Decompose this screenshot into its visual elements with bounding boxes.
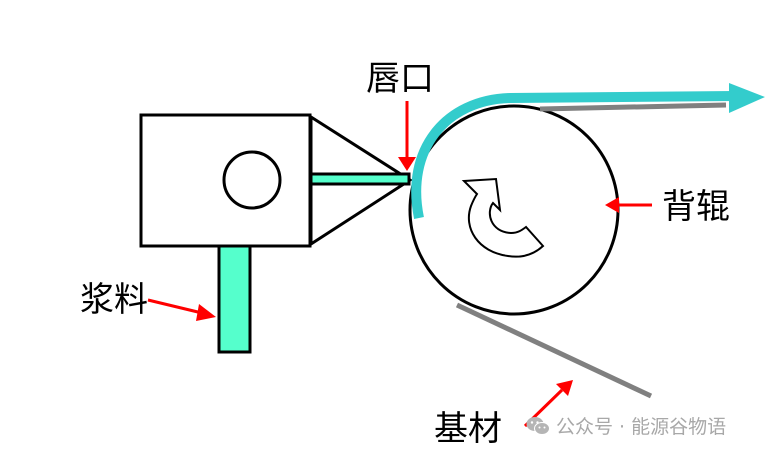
substrate-outgoing <box>539 102 727 112</box>
watermark-text: 公众号 · 能源谷物语 <box>556 416 727 438</box>
back-roll <box>408 104 620 316</box>
die-manifold-cavity <box>222 150 282 210</box>
slurry-pointer-arrowhead <box>196 304 216 321</box>
wechat-icon <box>526 416 550 435</box>
lip-label: 唇口 <box>366 59 434 99</box>
slurry-label: 浆料 <box>80 280 148 320</box>
slurry-feed-pipe <box>217 244 252 354</box>
substrate-pointer-arrowhead <box>556 380 573 396</box>
slot-channel <box>309 172 411 186</box>
coating-layer <box>411 91 736 220</box>
substrate-label: 基材 <box>434 409 502 449</box>
slurry-pointer-line <box>147 298 203 315</box>
lip-pointer-arrowhead <box>398 157 416 171</box>
back-roll-pointer-arrowhead <box>605 197 619 213</box>
substrate-incoming <box>455 302 653 399</box>
watermark: 公众号 · 能源谷物语 <box>526 412 726 439</box>
coating-direction-arrowhead <box>729 83 765 113</box>
rotation-arrow-icon <box>461 177 545 258</box>
back-roll-label: 背辊 <box>662 187 730 227</box>
